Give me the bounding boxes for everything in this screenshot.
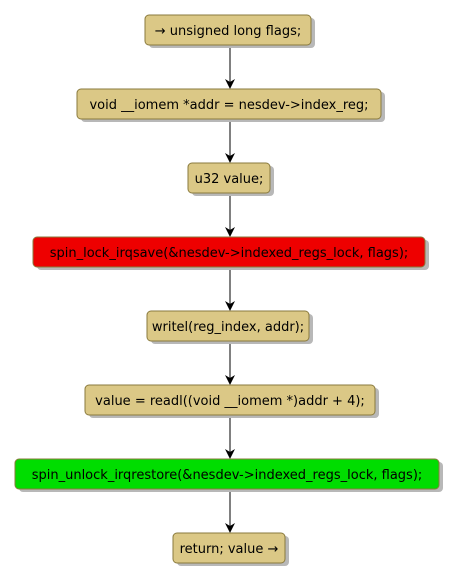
node-label: spin_lock_irqsave(&nesdev->indexed_regs_… xyxy=(50,246,409,261)
node-readl: value = readl((void __iomem *)addr + 4); xyxy=(84,384,379,418)
node-spin-lock-irqsave: spin_lock_irqsave(&nesdev->indexed_regs_… xyxy=(32,236,429,270)
node-u32-value: u32 value; xyxy=(187,162,274,196)
node-label: spin_unlock_irqrestore(&nesdev->indexed_… xyxy=(32,468,423,483)
node-box xyxy=(84,384,376,416)
node-label: writel(reg_index, addr); xyxy=(152,320,304,335)
node-writel: writel(reg_index, addr); xyxy=(146,310,313,344)
node-unsigned-long-flags: → unsigned long flags; xyxy=(144,14,315,48)
node-box xyxy=(146,310,310,342)
node-box xyxy=(187,162,271,194)
node-box xyxy=(32,236,426,268)
node-label: u32 value; xyxy=(195,172,264,187)
node-box xyxy=(144,14,312,46)
node-label: return; value → xyxy=(180,542,279,557)
node-return-value: return; value → xyxy=(172,532,289,566)
node-iomem-addr: void __iomem *addr = nesdev->index_reg; xyxy=(76,88,385,122)
node-label: value = readl((void __iomem *)addr + 4); xyxy=(95,394,365,409)
node-label: void __iomem *addr = nesdev->index_reg; xyxy=(89,98,368,113)
node-box xyxy=(76,88,382,120)
node-spin-unlock-irqrestore: spin_unlock_irqrestore(&nesdev->indexed_… xyxy=(14,458,443,492)
node-label: → unsigned long flags; xyxy=(155,24,302,39)
node-box xyxy=(14,458,440,490)
node-box xyxy=(172,532,286,564)
